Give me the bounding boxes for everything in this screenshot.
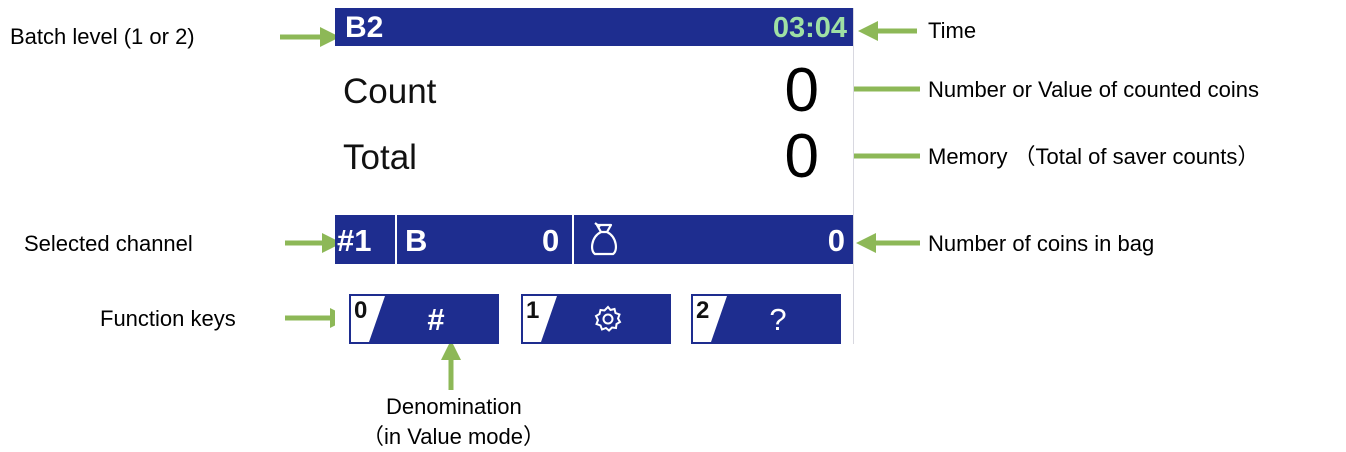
function-key-number: 0 [354,297,368,324]
label-denomination-mode: （in Value mode） [362,424,546,449]
label-selected-channel: Selected channel [24,231,193,256]
function-key-0[interactable]: 0 # [349,294,499,344]
channel-status-bar: #1 B 0 0 [335,215,853,264]
divider [395,215,397,264]
function-key-number: 2 [696,297,710,324]
total-value: 0 [784,122,819,191]
selected-channel: #1 [337,223,372,258]
coin-bag-icon [587,221,621,262]
channel-letter: B [405,223,428,258]
function-key-number: 1 [526,297,540,324]
total-label: Total [343,138,417,177]
label-time: Time [928,18,977,43]
channel-count: 0 [542,223,560,258]
label-memory: Memory （Total of saver counts） [928,144,1260,169]
label-function-keys: Function keys [100,306,236,331]
label-denomination: Denomination [386,394,522,419]
batch-level: B2 [345,11,384,44]
clock-time: 03:04 [772,12,847,44]
function-key-1[interactable]: 1 [521,294,671,344]
top-status-bar: B2 03:04 [335,8,853,46]
hash-icon: # [427,302,445,337]
count-value: 0 [784,56,819,125]
label-count: Number or Value of counted coins [928,77,1259,102]
divider [572,215,574,264]
bag-count: 0 [827,223,845,258]
gear-icon [593,304,623,339]
function-key-2[interactable]: 2 ? [691,294,841,344]
label-batch-level: Batch level (1 or 2) [10,24,195,49]
count-label: Count [343,72,437,111]
label-bag: Number of coins in bag [928,231,1155,256]
device-screen: B2 03:04 Count 0 Total 0 #1 B 0 0 0 # 1 [335,8,854,344]
question-icon: ? [769,302,787,337]
